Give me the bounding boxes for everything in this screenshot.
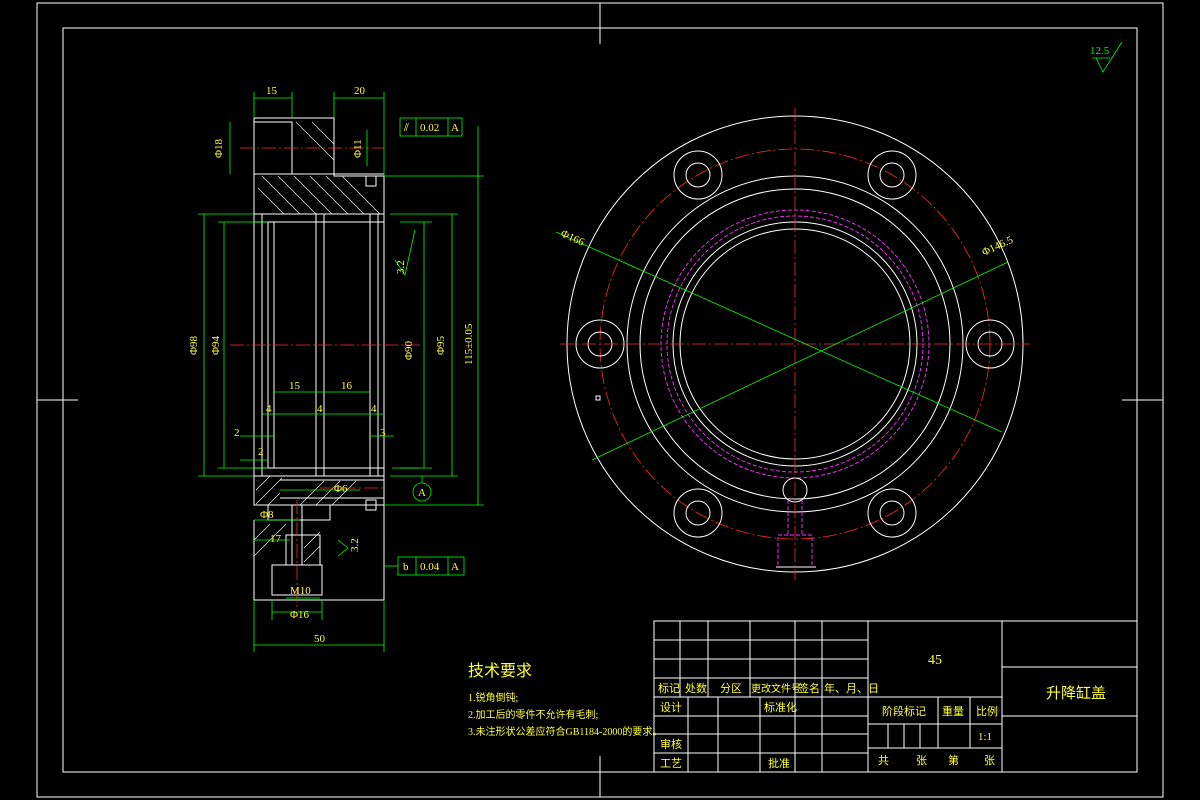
- stage-label: 阶段标记: [882, 704, 926, 718]
- roughness-symbol: 12.5: [1090, 41, 1123, 73]
- material: 45: [928, 653, 942, 668]
- tech-req-item-2: 2.加工后的零件不允许有毛刺;: [468, 708, 598, 721]
- sheets-2: 第: [948, 753, 959, 767]
- tech-req-item-3: 3.未注形状公差应符合GB1184-2000的要求。: [468, 725, 662, 738]
- dim-d18: Φ18: [213, 138, 225, 158]
- process-label: 工艺: [660, 757, 682, 770]
- dim-m10: M10: [290, 585, 311, 597]
- sheet-border: [36, 2, 1164, 798]
- tol1-symbol: ⫽: [403, 122, 409, 134]
- dim-4-c: 4: [371, 403, 377, 415]
- dim-4-b: 4: [317, 403, 323, 415]
- dim-d6: Φ6: [334, 483, 348, 495]
- rev-header-1: 处数: [685, 682, 707, 695]
- part-name: 升降缸盖: [1046, 684, 1106, 702]
- roughness-value: 12.5: [1090, 45, 1110, 57]
- tol1-value: 0.02: [420, 122, 439, 134]
- standard-label: 标准化: [764, 700, 797, 714]
- review-label: 审核: [660, 737, 682, 751]
- section-dim-lines: [198, 92, 484, 652]
- rev-header-3: 更改文件号: [751, 682, 801, 695]
- scale-value: 1:1: [978, 731, 992, 743]
- dim-d16: Φ16: [290, 609, 310, 621]
- dim-d166: Φ166: [559, 228, 587, 249]
- tech-req-title: 技术要求: [468, 662, 532, 680]
- dim-2-b: 2: [258, 446, 264, 458]
- dim-d146: Φ146.5: [980, 234, 1015, 259]
- scale-label: 比例: [976, 704, 998, 718]
- tolerance-frame-1: [399, 117, 463, 137]
- title-block: [653, 620, 1138, 773]
- dim-3: 3: [380, 427, 386, 439]
- hatch-fitting: [253, 523, 321, 563]
- tol1-datum: A: [451, 122, 459, 134]
- dim-d98: Φ98: [188, 335, 200, 355]
- sheets-1: 张: [916, 754, 927, 767]
- dim-top-15: 15: [266, 85, 278, 97]
- sheets-0: 共: [878, 754, 889, 767]
- technical-requirements: 技术要求 1.锐角倒钝; 2.加工后的零件不允许有毛刺; 3.未注形状公差应符合…: [468, 662, 662, 738]
- dim-d8: Φ8: [260, 509, 274, 521]
- rev-header-2: 分区: [720, 682, 742, 695]
- dim-4-a: 4: [266, 403, 272, 415]
- dim-d90: Φ90: [403, 340, 415, 360]
- tol2-value: 0.04: [420, 561, 440, 573]
- tol2-datum: A: [451, 561, 459, 573]
- plan-view: Φ166 Φ146.5: [555, 108, 1030, 580]
- ra-3-2-b: 3.2: [349, 538, 361, 552]
- dim-d11: Φ11: [352, 139, 364, 158]
- tech-req-item-1: 1.锐角倒钝;: [468, 691, 518, 704]
- dim-top-20: 20: [354, 85, 366, 97]
- tolerance-frame-2: [384, 556, 465, 576]
- dim-d94: Φ94: [210, 335, 222, 355]
- hatch-top: [257, 121, 381, 215]
- tol2-symbol: b: [403, 561, 409, 573]
- sheets-3: 张: [984, 754, 995, 767]
- dim-d95: Φ95: [435, 335, 447, 355]
- dim-17: 17: [270, 533, 282, 545]
- rev-header-4: 签名: [798, 681, 820, 695]
- weight-label: 重量: [942, 704, 964, 718]
- hatch-bottom: [255, 475, 357, 506]
- section-view: ⫽ 0.02 A b 0.04 A A 15 20 Φ18 Φ11 Φ98 Φ9…: [188, 85, 484, 652]
- design-label: 设计: [660, 701, 682, 714]
- datum-label: A: [418, 487, 426, 499]
- dim-w16: 16: [341, 380, 353, 392]
- dim-w15: 15: [289, 380, 301, 392]
- rev-header-5: 年、月、日: [824, 681, 879, 695]
- dim-2-a: 2: [234, 427, 240, 439]
- dim-50: 50: [314, 633, 326, 645]
- rev-header-0: 标记: [658, 681, 680, 695]
- ra-3-2-a: 3.2: [395, 260, 407, 274]
- approve-label: 批准: [768, 756, 790, 770]
- dim-d115: 115±0.05: [463, 323, 475, 365]
